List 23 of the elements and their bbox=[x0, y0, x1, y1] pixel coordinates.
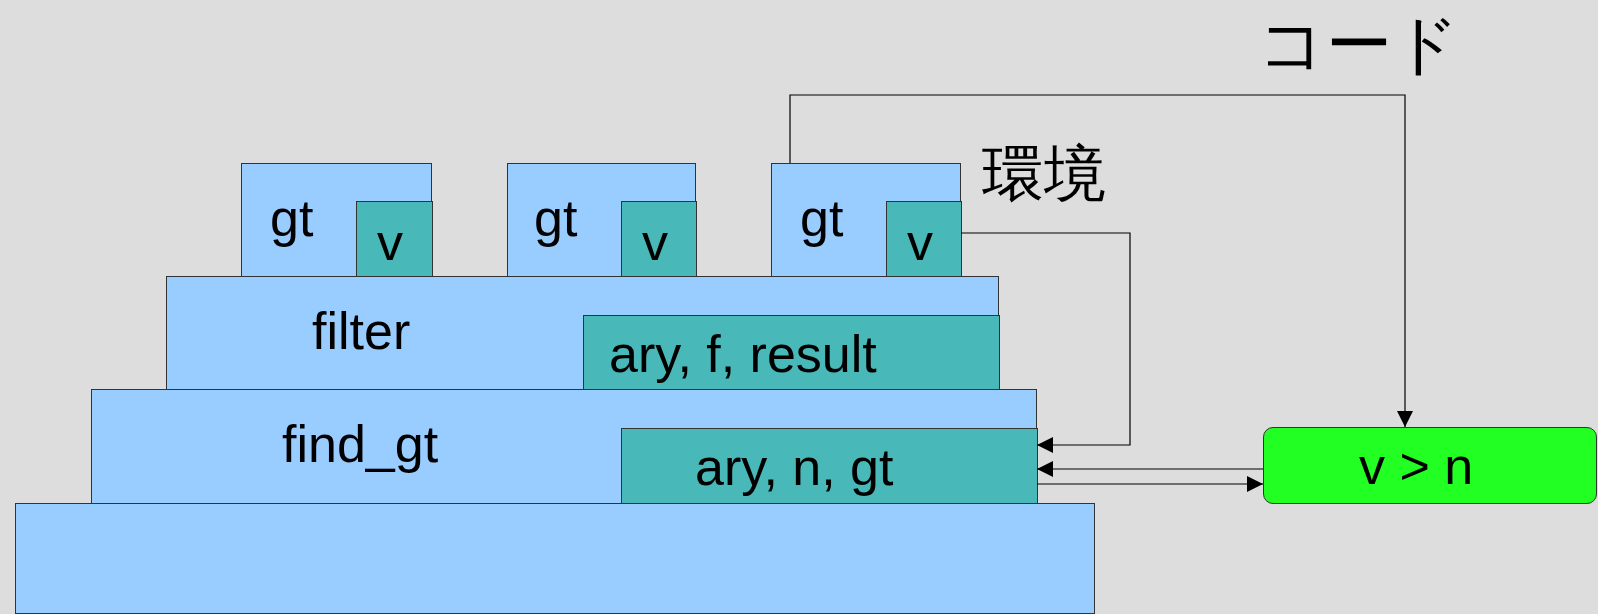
arrow bbox=[1036, 461, 1264, 477]
node-label: v bbox=[377, 216, 403, 268]
node-label: v > n bbox=[1359, 440, 1474, 492]
frame-box bbox=[166, 276, 999, 390]
variable-box bbox=[886, 201, 962, 278]
frame-box bbox=[241, 163, 432, 277]
frame-box bbox=[507, 163, 696, 277]
arrow bbox=[789, 94, 1413, 428]
code-box bbox=[1263, 427, 1597, 504]
frame-box bbox=[91, 389, 1037, 504]
arrow bbox=[960, 232, 1131, 453]
node-label: v bbox=[642, 216, 668, 268]
empty-box bbox=[15, 503, 1095, 614]
variable-box bbox=[621, 428, 1038, 505]
frame-box bbox=[771, 163, 961, 277]
variable-box bbox=[583, 315, 1000, 391]
node-label: filter bbox=[312, 305, 411, 357]
annotation-label: コード bbox=[1258, 12, 1460, 78]
variable-box bbox=[356, 201, 433, 278]
annotation-label: 環境 bbox=[982, 143, 1106, 205]
variable-box bbox=[621, 201, 697, 278]
node-label: v bbox=[907, 216, 933, 268]
arrow bbox=[1036, 476, 1264, 492]
